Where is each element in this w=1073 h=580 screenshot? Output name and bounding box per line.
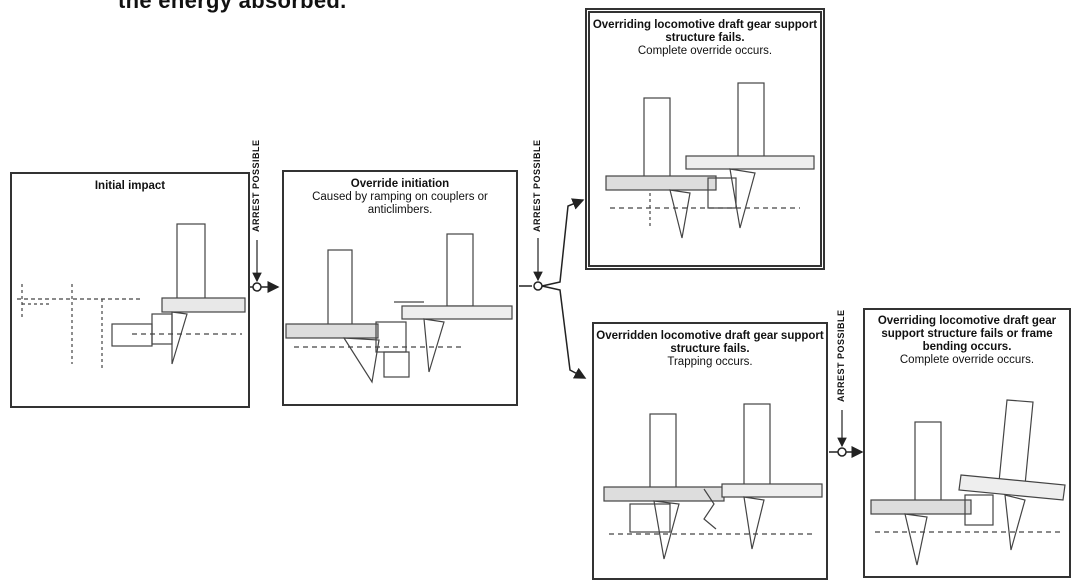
trapping-drawing xyxy=(603,403,823,560)
arrest-possible-label-2: ARREST POSSIBLE xyxy=(532,139,542,232)
stage-description: Complete override occurs. xyxy=(899,354,1035,366)
arrest-possible-label-1: ARREST POSSIBLE xyxy=(251,139,261,232)
stage-description: Trapping occurs. xyxy=(667,356,753,368)
stage-box-initial-impact: Initial impact xyxy=(10,172,250,408)
junction-node xyxy=(837,447,847,457)
connector-4-5 xyxy=(829,410,864,458)
frame-bending-drawing xyxy=(870,399,1066,566)
stage-box-frame-bending: Overriding locomotive draft gear support… xyxy=(863,308,1071,578)
stage-title: Overriding locomotive draft gear support… xyxy=(877,315,1057,353)
arrest-possible-label-3: ARREST POSSIBLE xyxy=(836,309,846,402)
stage-title: Overriding locomotive draft gear support… xyxy=(592,19,818,44)
figure-caption-fragment: the energy absorbed. xyxy=(118,0,347,13)
stage-title: Overridden locomotive draft gear support… xyxy=(596,330,824,355)
junction-node xyxy=(252,282,262,292)
stage-box-override-initiation: Override initiation Caused by ramping on… xyxy=(282,170,518,406)
stage-description: Complete override occurs. xyxy=(637,45,773,57)
locomotive-impact-drawing xyxy=(17,223,246,369)
stage-title: Override initiation xyxy=(350,178,450,190)
connector-2-split xyxy=(519,198,587,379)
stage-box-trapping: Overridden locomotive draft gear support… xyxy=(592,322,828,580)
stage-title: Initial impact xyxy=(94,180,166,192)
stage-description: Caused by ramping on couplers or anticli… xyxy=(312,191,488,216)
stage-box-complete-override: Overriding locomotive draft gear support… xyxy=(585,8,825,270)
complete-override-drawing xyxy=(605,82,815,239)
connector-1-2 xyxy=(250,240,280,293)
override-initiation-drawing xyxy=(285,233,513,384)
junction-node xyxy=(533,281,543,291)
